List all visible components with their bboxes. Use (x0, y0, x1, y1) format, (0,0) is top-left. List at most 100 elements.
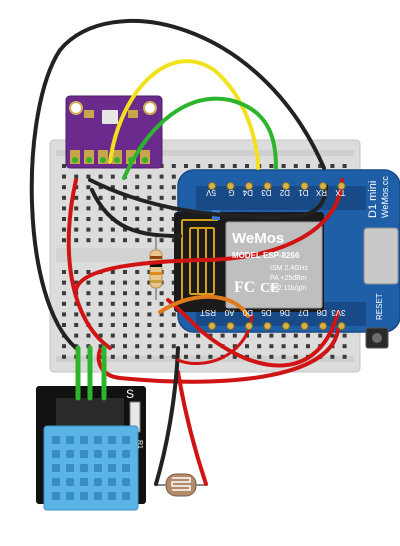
breadboard-hole (171, 227, 176, 232)
breadboard-hole (257, 344, 262, 349)
pin-pad (300, 322, 309, 330)
breadboard-hole (86, 195, 91, 200)
breadboard-hole (171, 333, 176, 338)
bme-pin-dot (114, 157, 120, 163)
breadboard-hole (147, 354, 152, 359)
wire-orange (158, 294, 250, 318)
resistor (149, 236, 163, 300)
breadboard-hole (62, 344, 66, 349)
breadboard-hole (110, 312, 115, 317)
breadboard-hole (62, 195, 66, 200)
breadboard-hole (184, 164, 188, 168)
breadboard-hole (135, 206, 140, 211)
dht-vent (52, 436, 60, 444)
dht-vent (108, 478, 116, 486)
pin-pad (263, 182, 272, 190)
wire-black-mid (88, 178, 328, 219)
breadboard-hole (318, 333, 323, 338)
breadboard-hole (318, 164, 323, 168)
breadboard-hole (86, 312, 91, 317)
dht-vent (80, 450, 88, 458)
breadboard-hole (123, 333, 127, 338)
breadboard-hole (159, 333, 164, 338)
breadboard-hole (123, 185, 127, 190)
breadboard-hole (159, 185, 164, 190)
breadboard-hole (110, 270, 115, 274)
dht11-sensor (36, 386, 146, 511)
pin-label: D4 (242, 188, 253, 197)
breadboard-hole (86, 291, 91, 296)
breadboard-hole (98, 217, 103, 221)
dht-vent (52, 478, 60, 486)
dht-vent (66, 436, 74, 444)
ce-logo-icon: CE (260, 281, 279, 296)
breadboard-hole (74, 301, 79, 306)
pin-label: 3V3 (331, 308, 346, 317)
breadboard-hole (123, 280, 127, 285)
board-side-url: WeMos.cc (380, 176, 390, 218)
breadboard-hole (342, 344, 347, 349)
pin-pad (245, 322, 253, 330)
breadboard-hole (147, 195, 152, 200)
breadboard-hole (208, 164, 213, 168)
breadboard-hole (281, 344, 286, 349)
wire-red-bme (66, 178, 112, 350)
breadboard-hole (159, 238, 164, 243)
breadboard-hole (232, 344, 237, 349)
breadboard-hole (74, 227, 79, 232)
dht-vent (122, 478, 130, 486)
breadboard-hole (135, 312, 140, 317)
fcc-logo-icon: FC (234, 279, 255, 296)
breadboard-hole (147, 270, 152, 274)
breadboard-hole (110, 174, 115, 179)
breadboard-hole (220, 164, 225, 168)
breadboard-hole (62, 238, 66, 243)
breadboard-hole (293, 333, 298, 338)
pin-label: D3 (261, 188, 272, 197)
pin-pad (319, 182, 327, 190)
dht-vent (80, 464, 88, 472)
board-logo: WeMos (232, 230, 284, 247)
dht-vent (66, 478, 74, 486)
breadboard-hole (110, 291, 115, 296)
breadboard-hole (135, 291, 140, 296)
usb-connector (363, 227, 399, 285)
breadboard-hole (147, 344, 152, 349)
breadboard-hole (98, 323, 103, 327)
breadboard-hole (62, 164, 66, 168)
bme-pin-dot (142, 157, 148, 163)
breadboard-hole (245, 164, 249, 168)
wire-black-left (29, 19, 326, 350)
breadboard-hole (147, 185, 152, 190)
breadboard-hole (306, 344, 310, 349)
pin-pad (337, 322, 346, 330)
breadboard-hole (147, 280, 152, 285)
pin-pad (226, 182, 235, 190)
breadboard-hole (74, 323, 79, 327)
dht-vent (80, 478, 88, 486)
module-line-1: MODEL ESP-8266 (232, 251, 300, 260)
pin-pad (208, 182, 216, 190)
wire-yellow (108, 59, 260, 170)
breadboard-hole (159, 312, 164, 317)
dht-vent (52, 464, 60, 472)
pin-label: TX (335, 188, 346, 197)
photoresistor (156, 473, 206, 497)
breadboard-hole (74, 174, 79, 179)
breadboard-hole (196, 164, 201, 168)
breadboard-hole (86, 206, 91, 211)
dht-vent (94, 492, 102, 500)
breadboard-hole (171, 354, 176, 359)
breadboard-hole (110, 333, 115, 338)
breadboard-hole (62, 301, 66, 306)
pin-label: D8 (316, 308, 327, 317)
breadboard-hole (135, 270, 140, 274)
breadboard-hole (98, 354, 103, 359)
breadboard-hole (147, 217, 152, 221)
breadboard-hole (171, 174, 176, 179)
breadboard-hole (62, 206, 66, 211)
bme-pin-dot (100, 157, 106, 163)
breadboard-hole (74, 238, 79, 243)
breadboard-hole (74, 217, 79, 221)
